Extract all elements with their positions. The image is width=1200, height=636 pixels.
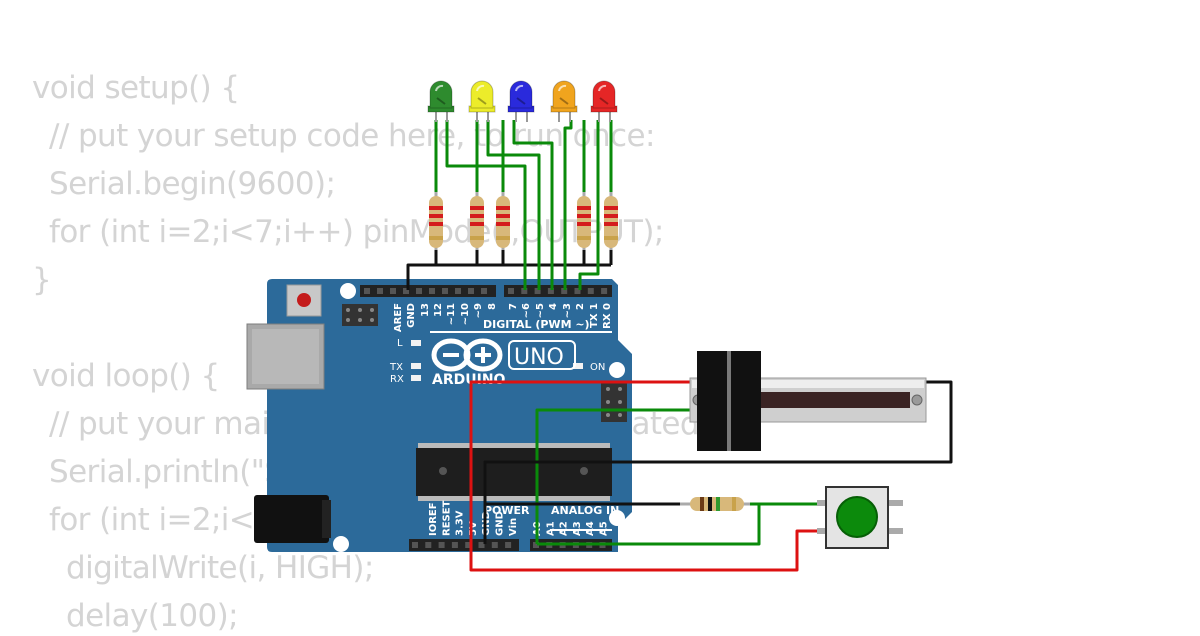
digital-pin-label: ~5 [535, 303, 546, 318]
digital-pin-label: ~11 [446, 303, 457, 325]
board-model: UNO [514, 345, 564, 370]
led-yellow [468, 80, 496, 122]
wires [406, 120, 953, 572]
board-brand: ARDUINO [432, 372, 506, 388]
arduino-board: ARDUINO UNO DIGITAL (PWM ~) ANALOG IN PO… [246, 279, 632, 552]
analog-pin-label: A2 [559, 521, 570, 536]
digital-pin-label: 8 [487, 303, 498, 310]
digital-pin-label: TX 1 [589, 303, 600, 328]
led-tx-label: TX [389, 362, 403, 373]
power-header [409, 539, 519, 551]
code-line: // put your setup code here, to run once… [49, 118, 655, 154]
code-line: Serial.begin(9600); [49, 166, 336, 202]
led-on-label: ON [590, 362, 605, 373]
analog-pin-label: A4 [585, 521, 596, 536]
led-resistors [429, 192, 618, 250]
analog-pin-label: A5 [599, 521, 610, 536]
pushbutton-cap[interactable] [836, 496, 878, 538]
led-red [590, 80, 618, 122]
led-rx-label: RX [390, 374, 404, 385]
digital-pin-label: 12 [433, 303, 444, 317]
power-pin-label: Vin [508, 518, 519, 536]
digital-pin-label: 4 [548, 303, 559, 310]
code-line: Serial.println("S [49, 454, 284, 490]
power-pin-label: GND [481, 511, 492, 536]
led-group [427, 80, 618, 122]
power-pin-label: RESET [441, 500, 452, 536]
code-line: void loop() { [32, 358, 220, 394]
digital-pin-label: 2 [575, 303, 586, 310]
digital-pin-label: 13 [420, 303, 431, 317]
analog-pin-label: A1 [545, 521, 556, 536]
led-resistor [496, 192, 510, 250]
led-orange [550, 80, 578, 122]
led-green [427, 80, 455, 122]
code-line: void setup() { [32, 70, 240, 106]
code-line: } [32, 262, 52, 298]
code-line: digitalWrite(i, HIGH); [66, 550, 374, 586]
digital-pin-label: ~6 [521, 303, 532, 318]
pushbutton[interactable] [817, 486, 903, 549]
digital-pin-label: ~3 [562, 303, 573, 318]
power-header-label: POWER [484, 504, 530, 517]
power-pin-label: IOREF [428, 502, 439, 536]
led-blue [507, 80, 535, 122]
digital-pin-label: ~10 [460, 303, 471, 325]
digital-header-label: DIGITAL (PWM ~) [483, 318, 590, 331]
led-resistor [577, 192, 591, 250]
digital-pin-label: 7 [508, 303, 519, 310]
code-line: delay(100); [66, 598, 239, 634]
digital-pin-label: RX 0 [602, 303, 613, 329]
digital-pin-label: GND [406, 303, 417, 328]
digital-pin-label: AREF [393, 303, 404, 332]
arduino-logo-icon [431, 338, 503, 372]
power-jack [254, 495, 329, 543]
slide-potentiometer[interactable] [689, 351, 927, 451]
microcontroller-chip [416, 448, 612, 496]
led-resistor [604, 192, 618, 250]
power-pin-label: 3.3V [455, 510, 466, 536]
digital-header-right [504, 285, 612, 297]
power-pin-label: 5V [468, 521, 479, 536]
button-resistor [680, 497, 750, 511]
power-pin-label: GND [495, 511, 506, 536]
analog-pin-label: A3 [572, 521, 583, 536]
analog-header-label: ANALOG IN [551, 504, 619, 517]
led-l-label: L [397, 338, 403, 349]
led-resistor [429, 192, 443, 250]
led-resistor [470, 192, 484, 250]
digital-pin-label: ~9 [473, 303, 484, 318]
